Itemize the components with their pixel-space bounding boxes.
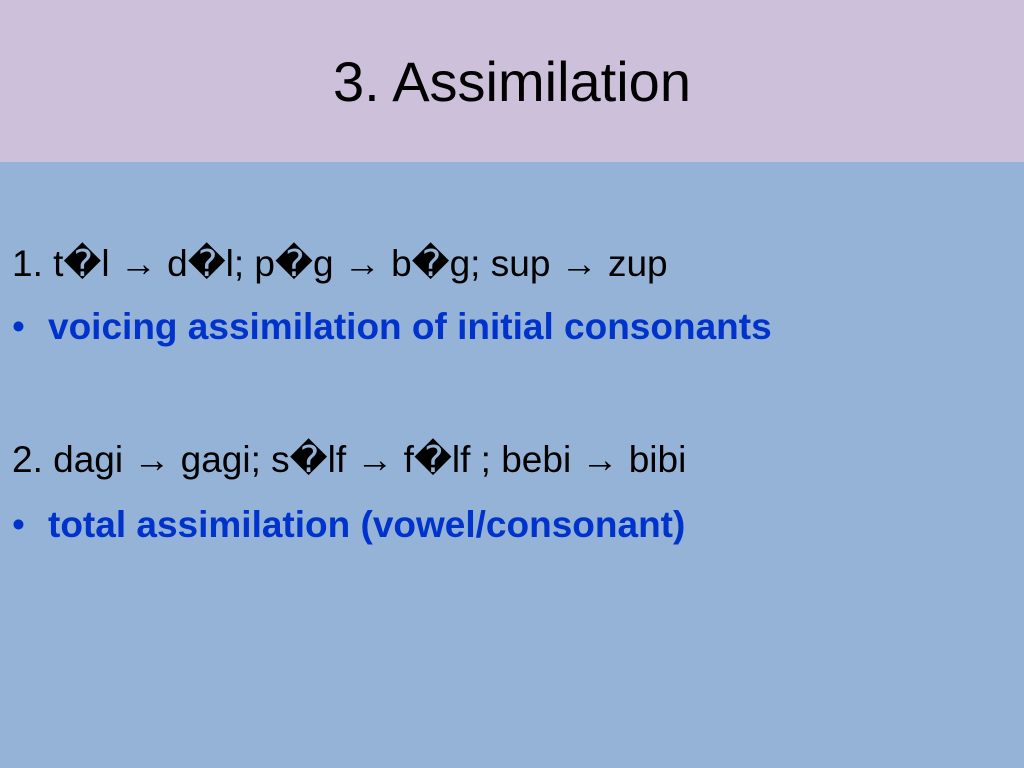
bullet-item-2: • total assimilation (vowel/consonant) [12, 503, 685, 547]
bullet-item-1: • voicing assimilation of initial consona… [12, 305, 772, 349]
bullet-text-2: total assimilation (vowel/consonant) [48, 504, 686, 545]
title-band: 3. Assimilation [0, 0, 1024, 162]
bullet-dot-icon: • [12, 306, 25, 347]
bullet-dot-icon: • [12, 504, 25, 545]
example-line-1: 1. t�l → d�l; p�g → b�g; sup → zup [12, 243, 668, 284]
slide-title: 3. Assimilation [333, 50, 691, 113]
example-line-2: 2. dagi → gagi; s�lf → f�lf ; bebi → bib… [12, 439, 687, 480]
slide-content: 1. t�l → d�l; p�g → b�g; sup → zup • voic… [0, 162, 1024, 768]
bullet-text-1: voicing assimilation of initial consonan… [48, 306, 772, 347]
